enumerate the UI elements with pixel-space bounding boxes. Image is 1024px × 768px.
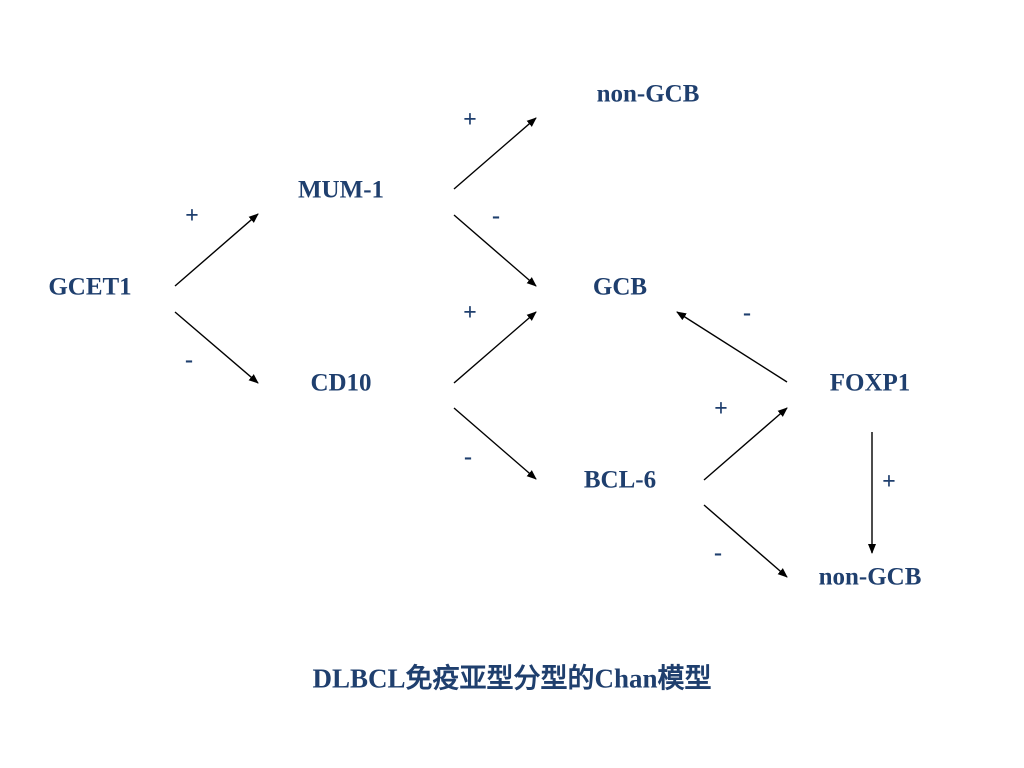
node-non-gcb-top: non-GCB xyxy=(596,80,700,108)
sign-foxp1-gcb: - xyxy=(743,300,751,326)
node-bcl6: BCL-6 xyxy=(583,466,657,494)
node-mum1: MUM-1 xyxy=(297,176,385,204)
sign-mum1-non-gcb: + xyxy=(463,107,477,133)
arrow-gcet1-to-cd10 xyxy=(174,311,259,384)
arrow-mum1-to-gcb xyxy=(453,214,537,287)
node-cd10: CD10 xyxy=(310,369,372,397)
arrow-bcl6-to-non-gcb xyxy=(703,504,788,578)
sign-mum1-gcb: - xyxy=(492,203,500,229)
node-gcet1: GCET1 xyxy=(48,273,132,301)
sign-bcl6-foxp1: + xyxy=(714,396,728,422)
sign-cd10-bcl6: - xyxy=(464,444,472,470)
arrow-bcl6-to-foxp1 xyxy=(703,407,788,481)
node-gcb: GCB xyxy=(592,273,648,301)
sign-cd10-gcb: + xyxy=(463,300,477,326)
node-foxp1: FOXP1 xyxy=(829,369,911,397)
arrow-foxp1-to-gcb xyxy=(676,311,788,383)
sign-gcet1-cd10: - xyxy=(185,347,193,373)
sign-foxp1-non-gcb: + xyxy=(882,469,896,495)
sign-gcet1-mum1: + xyxy=(185,203,199,229)
node-non-gcb-bottom: non-GCB xyxy=(818,563,922,591)
arrow-cd10-to-gcb xyxy=(453,311,537,384)
diagram-caption: DLBCL免疫亚型分型的Chan模型 xyxy=(312,663,712,694)
arrow-cd10-to-bcl6 xyxy=(453,407,537,480)
arrow-mum1-to-non-gcb xyxy=(453,117,537,190)
sign-bcl6-non-gcb: - xyxy=(714,540,722,566)
arrow-gcet1-to-mum1 xyxy=(174,213,259,287)
